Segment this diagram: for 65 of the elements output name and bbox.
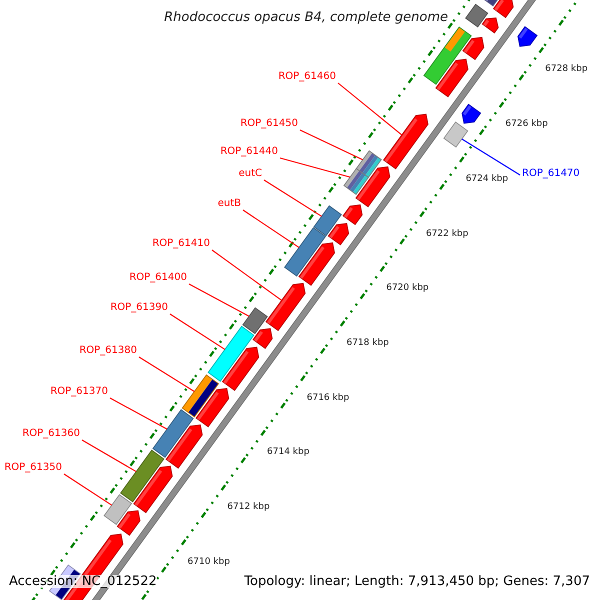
gene-bar [356, 150, 382, 178]
gene-feature [462, 36, 484, 60]
gene-label: ROP_61350 [4, 463, 62, 473]
leader-line [170, 314, 226, 350]
gene-bar [242, 307, 268, 334]
leader-line [462, 138, 520, 176]
gene-label: ROP_61390 [110, 303, 168, 313]
gene-feature [435, 58, 468, 98]
gene-feature [265, 282, 306, 332]
scale-label: 6724 kbp [466, 174, 508, 184]
leader-line [138, 356, 195, 392]
leader-line [300, 130, 363, 160]
gene-feature [166, 424, 203, 469]
accession-note: Accession: NC_012522 [9, 575, 157, 588]
gene-feature [298, 242, 335, 286]
gene-label: ROP_61460 [278, 72, 336, 82]
gene-label: ROP_61360 [22, 429, 80, 439]
gene-feature [328, 223, 350, 246]
leader-line [264, 180, 322, 217]
scale-label: 6720 kbp [386, 284, 429, 294]
gene-label: ROP_61410 [152, 239, 210, 249]
gene-label: ROP_61450 [240, 119, 298, 129]
gene-label: ROP_61380 [79, 346, 137, 356]
scale-label: 6718 kbp [346, 338, 389, 348]
scale-label: 6714 kbp [267, 448, 310, 458]
gene-label: eutB [218, 199, 241, 209]
leader-line [110, 398, 168, 430]
leader-line [280, 157, 350, 178]
gene-label: ROP_61400 [129, 273, 187, 283]
gene-label: eutC [238, 169, 262, 179]
gene-bar [443, 122, 468, 148]
gene-label: ROP_61370 [50, 387, 108, 397]
gene-feature [383, 114, 428, 170]
gene-feature [342, 204, 363, 226]
scale-label: 6722 kbp [426, 230, 468, 239]
leader-line [338, 82, 402, 136]
gene-feature [222, 346, 260, 392]
map-title: Rhodococcus opacus B4, complete genome [164, 11, 448, 24]
gene-feature [355, 166, 390, 208]
scale-label: 6716 kbp [306, 394, 350, 403]
leader-line [188, 284, 250, 317]
leader-line [242, 210, 300, 248]
gene-feature [462, 104, 482, 124]
genome-summary: Topology: linear; Length: 7,913,450 bp; Genes: 7,307 [244, 575, 590, 588]
leader-line [82, 440, 136, 472]
scale-label: 6728 kbp [545, 65, 588, 74]
scale-label: 6710 kbp [188, 558, 230, 567]
leader-line [212, 250, 282, 301]
gene-feature [133, 466, 173, 514]
gene-label: ROP_61440 [220, 147, 278, 157]
gene-feature [196, 388, 230, 428]
gene-bar [465, 4, 488, 28]
gene-feature [116, 510, 140, 536]
gene-feature [492, 0, 514, 18]
gene-feature [482, 18, 499, 34]
gene-feature [252, 328, 273, 349]
gene-label: ROP_61470 [522, 169, 580, 179]
leader-line [64, 474, 112, 506]
scale-label: 6726 kbp [505, 120, 548, 130]
gene-bar [343, 168, 369, 195]
gene-bar [182, 374, 220, 418]
gene-feature [517, 26, 538, 47]
gene-bar [152, 409, 194, 458]
scale-label: 6712 kbp [227, 503, 270, 512]
gene-bar [104, 494, 132, 526]
